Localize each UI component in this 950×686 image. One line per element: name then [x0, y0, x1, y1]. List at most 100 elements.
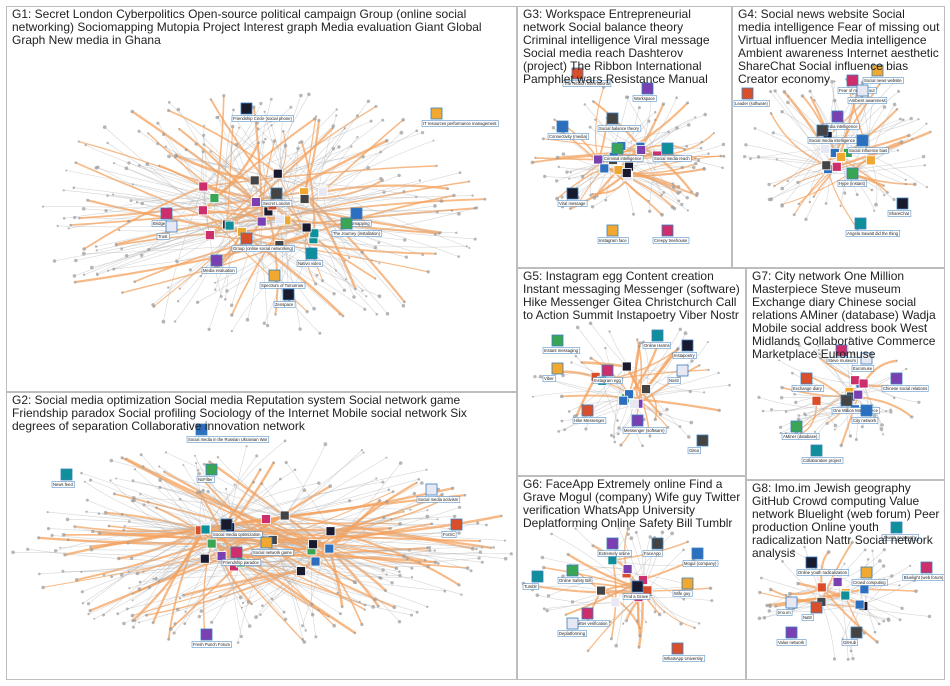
network-node: [342, 288, 347, 292]
network-node: [202, 143, 206, 146]
network-node: [206, 489, 210, 494]
network-node: [402, 190, 406, 193]
network-node: [695, 193, 699, 198]
hub-node-icon: [309, 228, 320, 239]
network-node: [791, 549, 796, 553]
network-edge: [306, 132, 402, 228]
network-node: [336, 591, 340, 595]
node-label: City network: [853, 418, 877, 423]
network-node: [252, 480, 255, 484]
network-node: [617, 426, 621, 430]
network-edge: [233, 547, 483, 567]
network-edge: [627, 97, 677, 177]
network-node: [436, 562, 440, 565]
network-edge: [104, 126, 204, 211]
labeled-node-icon: [890, 372, 903, 385]
network-node: [167, 154, 171, 159]
network-node: [914, 589, 918, 593]
network-node: [925, 186, 928, 189]
network-node: [678, 425, 682, 428]
network-edge: [601, 587, 711, 592]
network-node: [318, 331, 322, 335]
network-node: [654, 111, 657, 114]
network-node: [825, 422, 829, 425]
network-node: [404, 255, 408, 259]
labeled-node-icon: [800, 372, 813, 385]
node-label: Instapoetry: [674, 353, 696, 358]
labeled-node-icon: [305, 247, 318, 260]
network-node: [222, 94, 226, 98]
labeled-node-icon: [696, 434, 709, 447]
network-node: [468, 180, 471, 183]
network-node: [886, 191, 889, 194]
network-node: [683, 331, 688, 336]
network-node: [50, 533, 54, 537]
network-node: [283, 617, 288, 621]
network-node: [832, 657, 837, 661]
network-node: [425, 468, 428, 471]
network-edge: [312, 543, 363, 625]
network-edge: [255, 99, 272, 203]
network-node: [440, 492, 444, 497]
network-edge: [277, 95, 302, 174]
labeled-node-icon: [350, 207, 363, 220]
network-node: [654, 118, 657, 121]
network-node: [61, 569, 65, 573]
network-edge: [864, 588, 917, 592]
network-node: [258, 468, 262, 471]
hub-node-icon: [613, 165, 624, 176]
node-label: GitHub: [843, 640, 857, 645]
network-node: [360, 449, 363, 452]
network-node: [781, 560, 784, 563]
network-node: [87, 612, 90, 616]
node-label: Fresh Punch Forum: [193, 642, 231, 647]
network-node: [458, 171, 462, 175]
network-node: [675, 96, 678, 99]
network-edge: [615, 573, 627, 646]
network-node: [121, 291, 124, 294]
network-edge: [13, 552, 241, 563]
labeled-node-icon: [641, 82, 654, 95]
network-node: [639, 626, 641, 629]
network-node: [648, 209, 652, 213]
network-node: [773, 89, 777, 93]
network-node: [609, 433, 613, 437]
node-label-box: [296, 260, 323, 267]
network-node: [721, 166, 724, 170]
labeled-node-icon: [205, 463, 218, 476]
network-edge: [216, 117, 323, 192]
network-node: [314, 282, 318, 286]
node-label: IT resources performance management: [423, 121, 497, 126]
network-edge: [800, 400, 818, 435]
network-node: [389, 527, 393, 530]
node-label-box: [557, 200, 588, 207]
node-label-box: [572, 417, 607, 424]
node-label: Instagram face: [599, 238, 627, 243]
network-edge: [81, 561, 316, 573]
network-node: [875, 640, 879, 644]
labeled-node-icon: [681, 339, 694, 352]
labeled-node-icon: [676, 364, 689, 377]
network-node: [263, 110, 266, 113]
network-node: [433, 549, 436, 552]
network-node: [82, 247, 86, 251]
labeled-node-icon: [551, 334, 564, 347]
node-label-box: [557, 630, 587, 637]
hub-node-icon: [299, 194, 310, 204]
network-node: [697, 158, 701, 162]
network-node: [279, 477, 282, 481]
network-edge: [210, 151, 262, 222]
network-node: [142, 503, 146, 507]
network-node: [580, 361, 583, 364]
network-edge: [303, 191, 350, 259]
node-label: Crowd computing: [853, 580, 886, 585]
network-node: [841, 637, 844, 640]
network-node: [768, 605, 772, 609]
network-node: [813, 350, 816, 353]
network-edge: [70, 204, 273, 226]
network-node: [371, 259, 373, 262]
network-edge: [637, 597, 642, 636]
network-node: [575, 325, 580, 330]
